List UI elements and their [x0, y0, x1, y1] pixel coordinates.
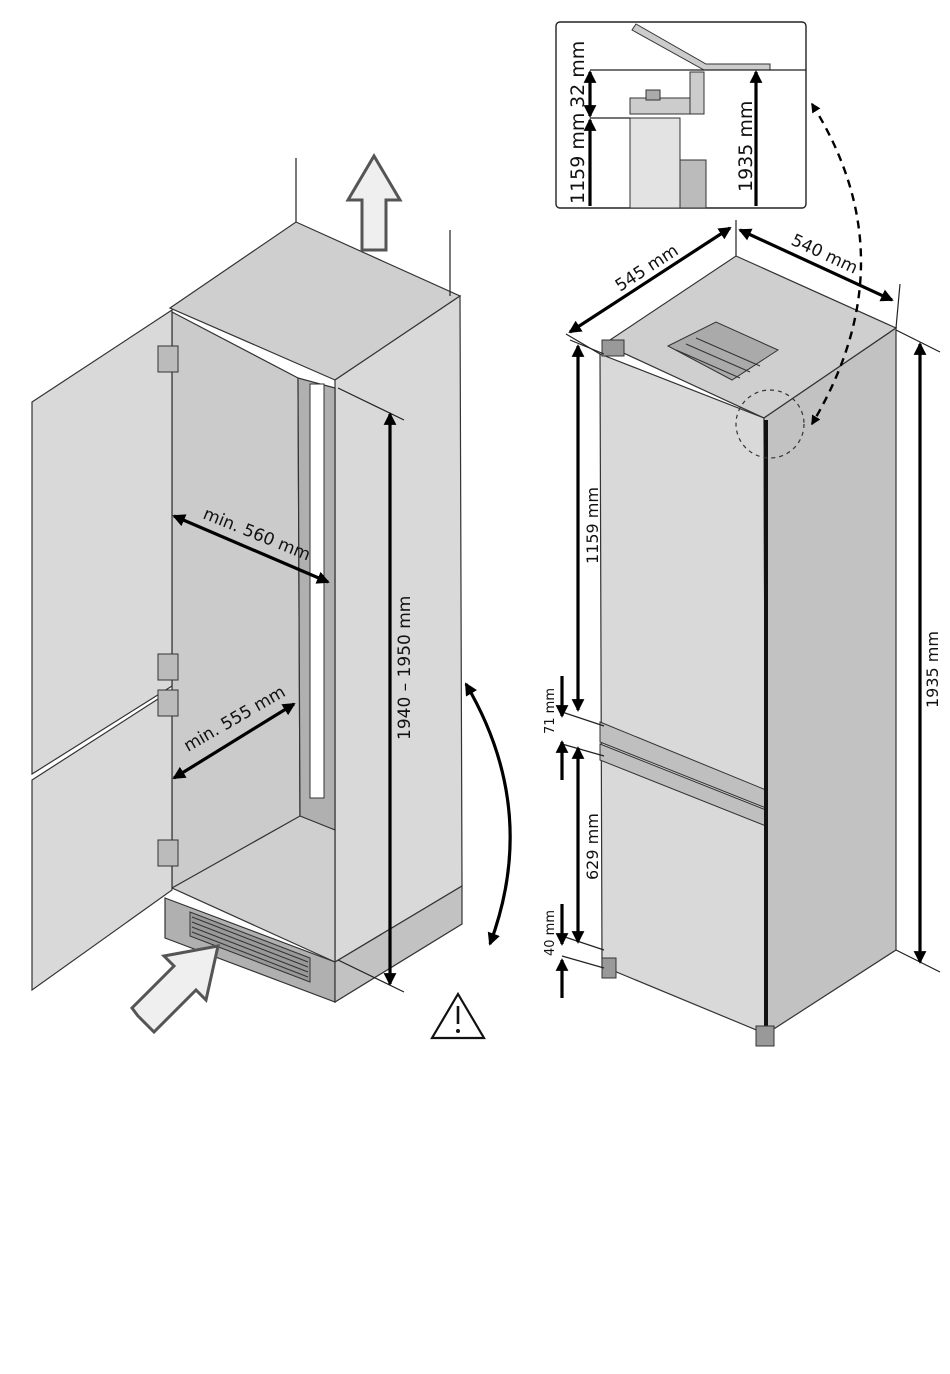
detail-door-label: 1159 mm — [567, 113, 589, 204]
hinge-icon — [158, 654, 178, 680]
detail-height-label: 1935 mm — [735, 101, 757, 192]
cabinet-back-wall — [172, 312, 300, 888]
cabinet-drawing: min. 560 mm min. 555 mm 1940 – 1950 mm — [32, 156, 510, 1038]
cabinet-height-label: 1940 – 1950 mm — [395, 596, 415, 740]
door-swing-arrow — [466, 684, 510, 944]
appliance-width-label: 545 mm — [612, 241, 682, 296]
appliance-depth-label: 540 mm — [788, 230, 861, 278]
upper-door-label: 1159 mm — [583, 487, 602, 564]
gap-label: 71 mm — [543, 688, 558, 734]
detail-inset: 32 mm 1159 mm 1935 mm — [556, 22, 806, 208]
appliance-front — [600, 354, 766, 1034]
hinge-icon — [158, 346, 178, 372]
top-bracket-icon — [602, 340, 624, 356]
cabinet-light-strip — [310, 384, 324, 798]
bottom-label: 40 mm — [543, 910, 558, 956]
airflow-in-arrow-icon — [132, 946, 218, 1032]
warning-icon — [432, 994, 484, 1038]
appliance-drawing: 545 mm 540 mm 1935 mm 1159 mm 71 mm 629 … — [543, 104, 942, 1046]
appliance-side — [764, 328, 896, 1034]
detail-top-gap-label: 32 mm — [567, 41, 589, 108]
hinge-icon — [158, 690, 178, 716]
airflow-out-arrow-icon — [348, 156, 400, 250]
foot-bracket-icon — [602, 958, 616, 978]
hinge-icon — [158, 840, 178, 866]
lower-door-label: 629 mm — [583, 813, 602, 880]
appliance-height-label: 1935 mm — [923, 631, 942, 708]
foot-bracket-icon — [756, 1026, 774, 1046]
